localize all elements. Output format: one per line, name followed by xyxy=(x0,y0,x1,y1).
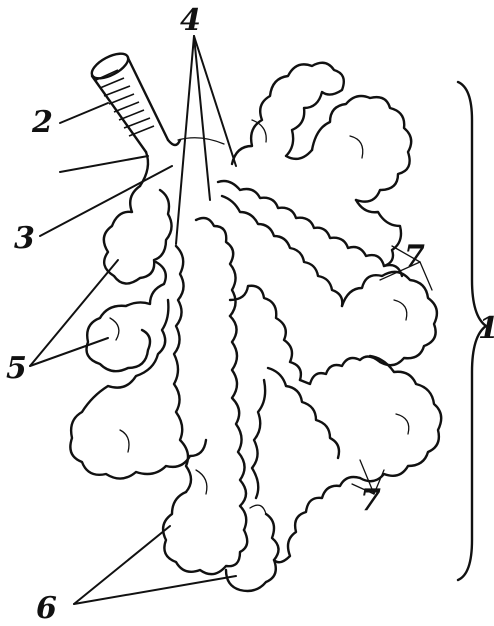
left-lobes xyxy=(70,186,206,479)
leader-2 xyxy=(60,103,108,123)
leader-3 xyxy=(40,166,172,236)
label-7-upper: 7 xyxy=(404,239,425,274)
label-3: 3 xyxy=(14,221,35,256)
leader-6a xyxy=(74,526,170,604)
label-4: 4 xyxy=(180,3,201,38)
upper-right-lobes xyxy=(218,63,441,562)
label-6: 6 xyxy=(36,591,57,626)
leader-6b xyxy=(74,576,236,604)
leader-duct xyxy=(60,156,148,172)
label-7-lower: 7 xyxy=(360,483,381,518)
duct xyxy=(88,49,180,186)
label-2: 2 xyxy=(31,105,53,140)
label-5: 5 xyxy=(6,351,27,386)
central-lobes xyxy=(163,218,278,591)
leader-lines xyxy=(30,36,432,604)
label-1: 1 xyxy=(478,311,494,346)
duct-hatching xyxy=(96,70,154,136)
